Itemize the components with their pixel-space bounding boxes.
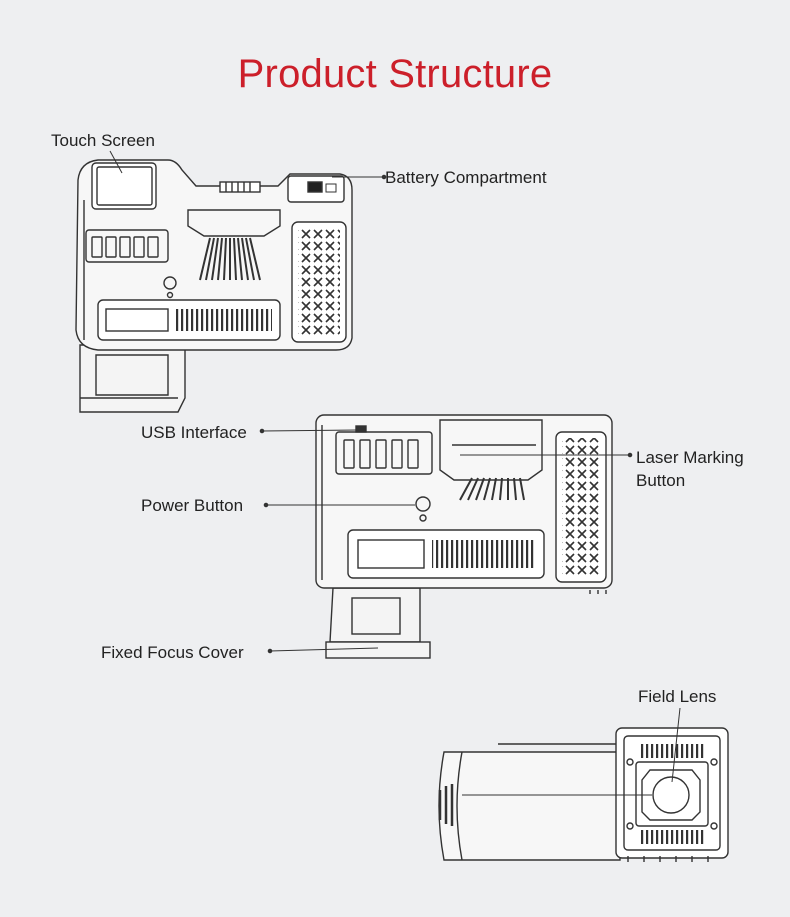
label-laser-marking-button-line2: Button <box>636 471 686 490</box>
device-bottom-view <box>438 727 729 862</box>
label-usb-interface: USB Interface <box>141 423 247 442</box>
leader-lines <box>109 150 681 796</box>
label-fixed-focus-cover: Fixed Focus Cover <box>101 643 244 662</box>
page-title: Product Structure <box>237 52 553 96</box>
leader-field-lens <box>671 707 681 783</box>
leader-usb-interface <box>261 429 359 432</box>
device-perspective-view <box>75 159 353 413</box>
device-front-view <box>315 414 613 659</box>
leader-touch-screen <box>109 150 123 174</box>
label-laser-marking-button-line1: Laser Marking <box>636 448 744 467</box>
label-power-button: Power Button <box>141 496 244 515</box>
label-touch-screen: Touch Screen <box>51 131 155 150</box>
leader-battery-dot <box>381 174 387 180</box>
label-battery-compartment: Battery Compartment <box>385 168 547 187</box>
label-field-lens: Field Lens <box>638 687 717 706</box>
leader-fixed-focus-cover <box>269 647 379 652</box>
